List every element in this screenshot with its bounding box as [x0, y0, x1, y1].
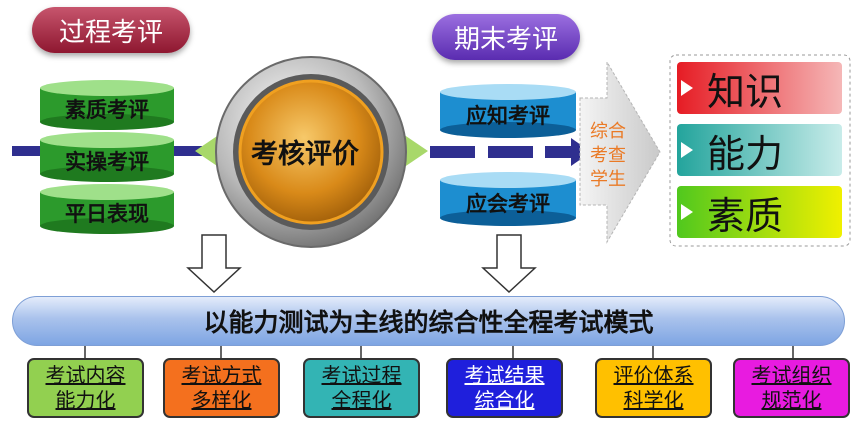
final-item-2-shape [440, 172, 576, 226]
outcome-label: 素质 [707, 193, 784, 238]
box-line-1: 考试内容 [45, 363, 126, 387]
box-result: 考试结果 综合化 [446, 358, 563, 418]
box-line-2: 科学化 [623, 388, 684, 412]
box-line-2: 多样化 [191, 388, 252, 412]
process-tab: 过程考评 [32, 7, 190, 53]
process-item-3-label: 平日表现 [65, 202, 149, 226]
center-disc [238, 79, 384, 225]
final-item-2-label: 应会考评 [466, 192, 550, 216]
dash-1 [430, 146, 475, 158]
outcome-knowledge: 知识 [677, 62, 842, 114]
final-tab: 期末考评 [432, 14, 580, 60]
down-arrow-left [186, 234, 242, 294]
outcome-arrow-icon [681, 80, 693, 96]
left-connector-line [12, 146, 42, 156]
outcome-arrow-icon [681, 204, 693, 220]
box-line-2: 能力化 [55, 388, 116, 412]
gray-arrow [579, 60, 661, 244]
box-line-2: 全程化 [331, 388, 392, 412]
box-method: 考试方式 多样化 [163, 358, 280, 418]
outcome-arrow-icon [681, 142, 693, 158]
box-line-1: 考试结果 [464, 363, 545, 387]
process-item-3: 平日表现 [40, 184, 174, 234]
process-item-2-shape [40, 132, 174, 182]
process-item-3-shape [40, 184, 174, 234]
box-line-1: 考试组织 [751, 363, 832, 387]
process-item-1-label: 素质考评 [65, 98, 149, 122]
down-arrow-right [481, 234, 537, 294]
outcome-quality: 素质 [677, 186, 842, 238]
side-text-line-2: 考查 [590, 145, 626, 166]
final-item-1: 应知考评 [440, 84, 576, 138]
box-line-1: 考试过程 [321, 363, 402, 387]
process-item-2: 实操考评 [40, 132, 174, 182]
dash-2 [488, 146, 533, 158]
outcome-label: 能力 [707, 131, 784, 176]
side-text-line-3: 学生 [590, 169, 626, 190]
side-text: 综合 考查 学生 [585, 120, 631, 192]
center-label: 考核评价 [251, 139, 359, 170]
side-text-line-1: 综合 [590, 121, 626, 142]
left-connector-line-2 [172, 146, 202, 156]
process-item-1-shape [40, 80, 174, 130]
box-organization: 考试组织 规范化 [733, 358, 850, 418]
box-process: 考试过程 全程化 [303, 358, 420, 418]
process-item-2-label: 实操考评 [65, 150, 149, 174]
box-line-1: 考试方式 [181, 363, 262, 387]
box-evaluation: 评价体系 科学化 [595, 358, 712, 418]
outcome-ability: 能力 [677, 124, 842, 176]
process-item-1: 素质考评 [40, 80, 174, 130]
box-line-2: 综合化 [474, 388, 535, 412]
box-line-1: 评价体系 [613, 363, 694, 387]
final-item-1-label: 应知考评 [466, 104, 550, 128]
banner: 以能力测试为主线的综合性全程考试模式 [12, 296, 845, 346]
box-line-2: 规范化 [761, 388, 822, 412]
final-item-2: 应会考评 [440, 172, 576, 226]
outcome-label: 知识 [707, 69, 784, 114]
dash-3 [545, 146, 573, 158]
final-item-1-shape [440, 84, 576, 138]
box-content: 考试内容 能力化 [27, 358, 144, 418]
